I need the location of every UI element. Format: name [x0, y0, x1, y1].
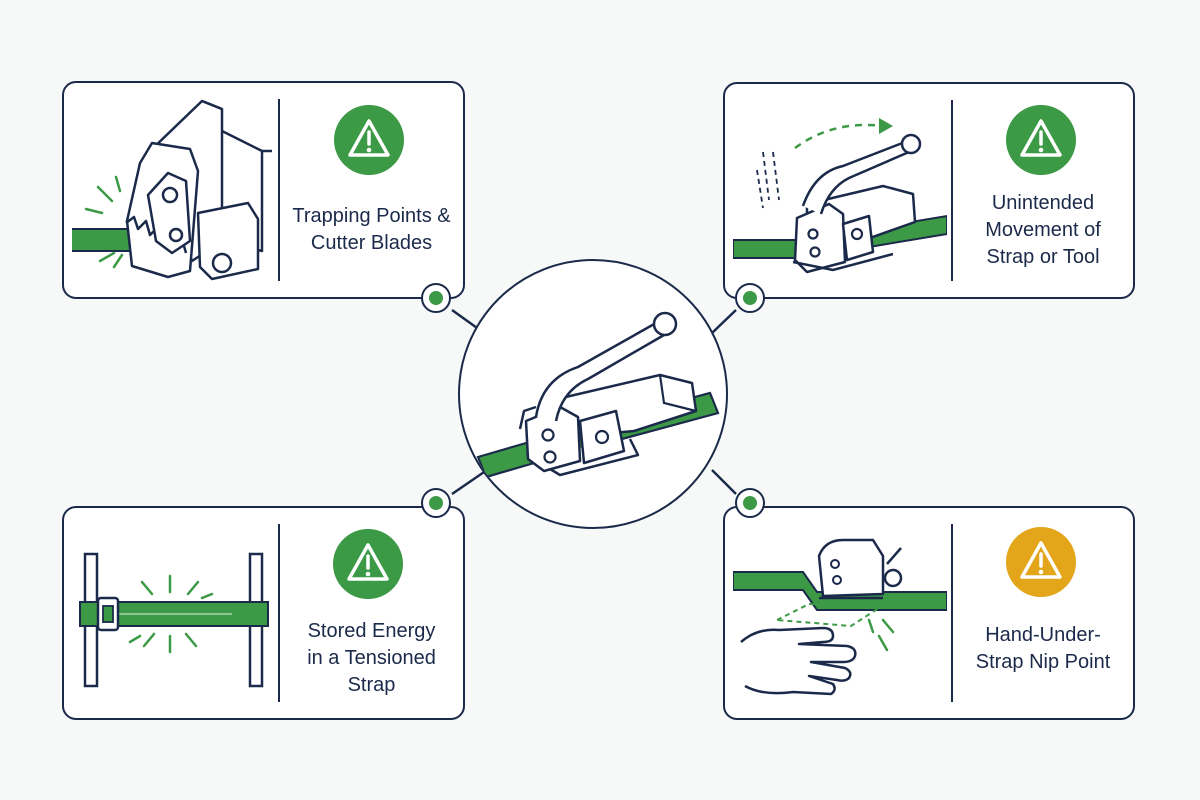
- hazard-label: Stored Energy in a Tensioned Strap: [307, 620, 436, 696]
- warning-icon: [1006, 105, 1076, 175]
- hand-nip-point-icon: [733, 538, 947, 696]
- tensioned-strap-icon: [79, 552, 269, 688]
- warning-icon: [334, 105, 404, 175]
- connector-line: [451, 468, 488, 496]
- cutter-blade-icon: [72, 99, 272, 281]
- junction-node: [735, 488, 765, 518]
- hazard-label: Trapping Points & Cutter Blades: [292, 205, 451, 254]
- junction-node: [421, 488, 451, 518]
- hazard-label: Hand-Under- Strap Nip Point: [975, 624, 1111, 673]
- strapping-tool-icon: [476, 311, 720, 479]
- card-divider: [951, 524, 953, 702]
- hazard-card-unintended-movement: Unintended Movement of Strap or Tool: [723, 82, 1135, 299]
- hazard-card-nip-point: Hand-Under- Strap Nip Point: [723, 506, 1135, 720]
- card-divider: [278, 524, 280, 702]
- hazard-card-trapping-points: Trapping Points & Cutter Blades: [62, 81, 465, 299]
- warning-icon: [1006, 527, 1076, 597]
- card-divider: [278, 99, 280, 281]
- hazard-card-stored-energy: Stored Energy in a Tensioned Strap: [62, 506, 465, 720]
- junction-node: [735, 283, 765, 313]
- warning-icon: [333, 529, 403, 599]
- connector-line: [711, 469, 737, 495]
- hazard-label: Unintended Movement of Strap or Tool: [985, 192, 1101, 268]
- card-divider: [951, 100, 953, 281]
- connector-line: [711, 309, 737, 334]
- center-tool-circle: [458, 259, 728, 529]
- junction-node: [421, 283, 451, 313]
- tool-movement-icon: [733, 118, 947, 274]
